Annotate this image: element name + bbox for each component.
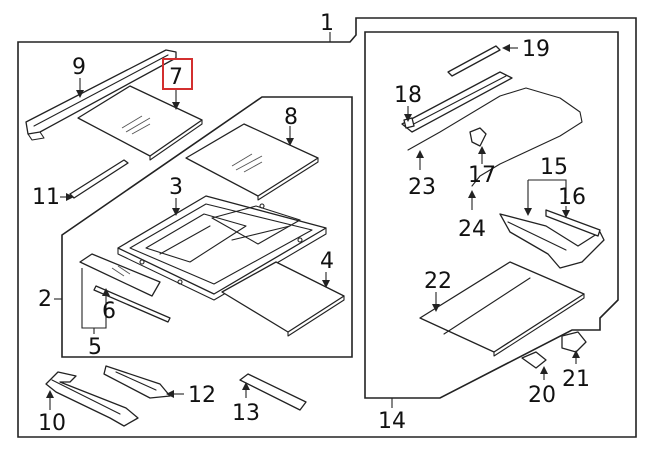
callout-4: 4 — [320, 249, 334, 274]
part-4-sunshade — [221, 261, 345, 337]
callout-23: 23 — [408, 175, 436, 200]
callout-3: 3 — [169, 175, 183, 200]
part-6-deflector-seal — [93, 285, 171, 323]
callout-9: 9 — [72, 55, 86, 80]
part-20-clip — [521, 351, 547, 369]
part-23-cable — [407, 87, 583, 187]
part-12-bracket — [103, 365, 171, 399]
callout-18: 18 — [394, 83, 422, 108]
callout-15: 15 — [540, 155, 568, 180]
part-7-glass-panel — [77, 85, 203, 161]
callout-19: 19 — [522, 37, 550, 62]
part-11-seal-strip — [69, 159, 129, 199]
part-17-clip — [469, 127, 487, 147]
highlight-box-7 — [162, 58, 193, 90]
part-13-rear-rail — [239, 373, 307, 411]
part-8-rear-glass — [185, 123, 319, 201]
callout-24: 24 — [458, 217, 486, 242]
group-14-frame — [364, 31, 619, 399]
part-21-bracket — [561, 331, 587, 353]
callout-8: 8 — [284, 105, 298, 130]
part-3-sunroof-frame — [117, 195, 327, 301]
part-10-drain-frame — [45, 371, 139, 427]
callout-5: 5 — [88, 335, 102, 360]
callout-6: 6 — [102, 299, 116, 324]
part-15-mechanism — [499, 209, 605, 269]
part-19-guide-rail — [447, 45, 501, 77]
part-18-side-rail — [401, 71, 513, 133]
part-5-deflector — [79, 253, 161, 297]
callout-14: 14 — [378, 409, 406, 434]
group-2-frame — [61, 96, 353, 358]
callout-2: 2 — [38, 287, 52, 312]
callout-1: 1 — [320, 11, 334, 36]
callout-22: 22 — [424, 269, 452, 294]
callout-20: 20 — [528, 383, 556, 408]
assembly-1-frame — [17, 17, 637, 438]
callout-21: 21 — [562, 367, 590, 392]
callout-17: 17 — [468, 163, 496, 188]
callout-10: 10 — [38, 411, 66, 436]
leader-lines — [46, 32, 580, 410]
callout-16: 16 — [558, 185, 586, 210]
callout-11: 11 — [32, 185, 60, 210]
part-22-roller-shade — [419, 261, 585, 357]
callout-12: 12 — [188, 383, 216, 408]
callout-13: 13 — [232, 401, 260, 426]
callout-7: 7 — [169, 65, 183, 90]
